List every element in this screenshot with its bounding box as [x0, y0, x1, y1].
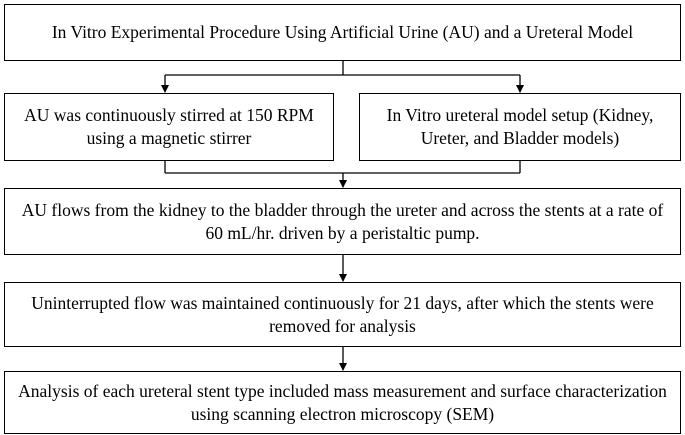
split-connector: [165, 61, 520, 76]
title-box-text: In Vitro Experimental Procedure Using Ar…: [51, 22, 634, 42]
ureteral-model-box: In Vitro ureteral model setup (Kidney, U…: [359, 93, 681, 161]
au-stirring-box: AU was continuously stirred at 150 RPM u…: [4, 93, 334, 161]
duration-text: Uninterrupted flow was maintained contin…: [31, 292, 654, 336]
analysis-box: Analysis of each ureteral stent type inc…: [4, 371, 681, 434]
analysis-text: Analysis of each ureteral stent type inc…: [18, 380, 667, 424]
flow-description-box: AU flows from the kidney to the bladder …: [4, 188, 681, 255]
merge-connector: [164, 161, 521, 174]
ureteral-model-text: In Vitro ureteral model setup (Kidney, U…: [386, 105, 654, 148]
au-stirring-text: AU was continuously stirred at 150 RPM u…: [24, 105, 314, 148]
duration-box: Uninterrupted flow was maintained contin…: [4, 282, 681, 347]
flow-description-text: AU flows from the kidney to the bladder …: [21, 199, 664, 243]
title-box: In Vitro Experimental Procedure Using Ar…: [4, 4, 681, 61]
